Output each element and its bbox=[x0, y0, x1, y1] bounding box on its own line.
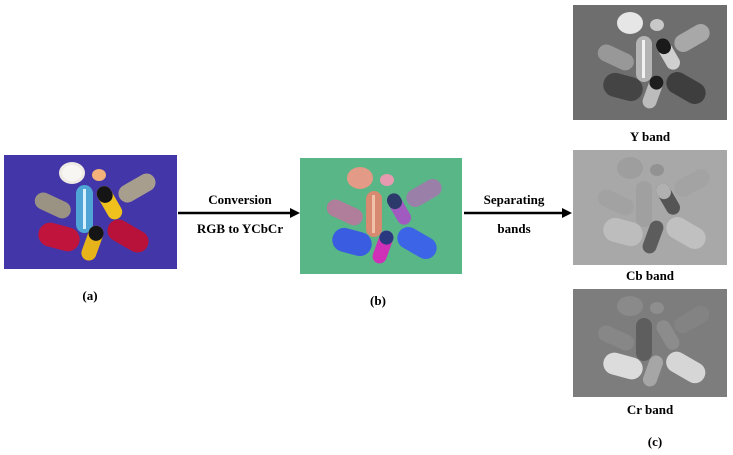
separating-arrow bbox=[462, 207, 574, 219]
conversion-arrow bbox=[176, 207, 302, 219]
y-band-image bbox=[573, 5, 727, 120]
cr-band-image bbox=[573, 289, 727, 397]
cr-band-label: Cr band bbox=[605, 402, 695, 418]
ycbcr-pills-image bbox=[300, 158, 462, 274]
cb-band-label: Cb band bbox=[605, 268, 695, 284]
rgb-to-ycbcr-label: RGB to YCbCr bbox=[185, 221, 295, 237]
panel-b-label: (b) bbox=[363, 293, 393, 309]
panel-c-label: (c) bbox=[640, 434, 670, 450]
bands-label: bands bbox=[466, 221, 562, 237]
conversion-label: Conversion bbox=[185, 192, 295, 208]
y-band-label: Y band bbox=[610, 129, 690, 145]
separating-label: Separating bbox=[466, 192, 562, 208]
rgb-pills-image bbox=[4, 155, 177, 269]
cb-band-image bbox=[573, 150, 727, 265]
panel-a-label: (a) bbox=[75, 288, 105, 304]
